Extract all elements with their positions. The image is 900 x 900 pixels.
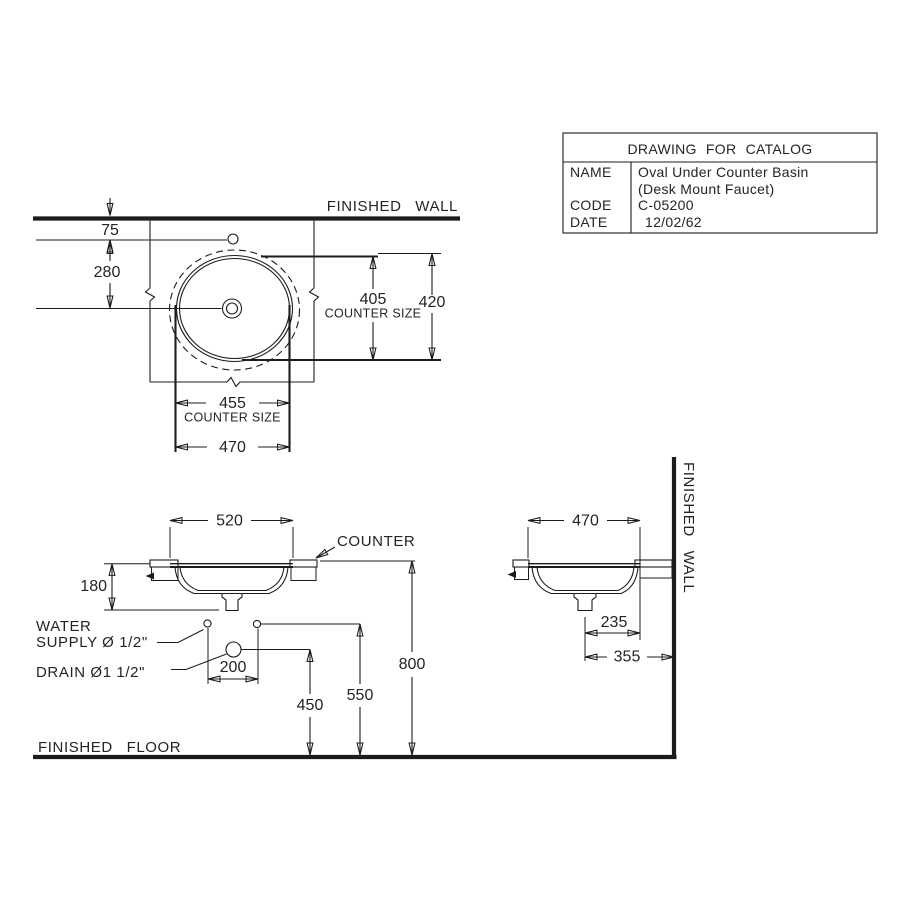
drain-fitting-side: [573, 593, 597, 612]
water-supply-point-left: [203, 619, 212, 628]
bowl-outer-side: [531, 566, 639, 595]
drain-fitting: [221, 593, 243, 612]
front-view: 520 COUNTER 180: [33, 513, 677, 760]
title-block: DRAWING FOR CATALOG NAME Oval Under Coun…: [562, 132, 878, 234]
dim-counter-height: 800: [320, 560, 426, 755]
counter-apron-right: [290, 566, 317, 581]
bowl-inner: [179, 566, 285, 592]
title-block-name-value: Oval Under Counter Basin: [638, 164, 809, 180]
dim-470-text: 470: [219, 439, 246, 456]
counter-hatch-right: [289, 559, 318, 568]
dim-200-text: 200: [220, 659, 247, 676]
counter-label: COUNTER: [337, 533, 415, 550]
water-supply-label-line1: WATER: [36, 618, 92, 635]
title-block-date-label: DATE: [570, 214, 608, 230]
dim-drain-to-wall: 355: [585, 649, 674, 666]
side-view: FINISHED WALL 470 235 35: [507, 457, 697, 759]
counter-hatch-front: [512, 559, 530, 568]
dim-800-text: 800: [399, 656, 426, 673]
dim-355-text: 355: [614, 649, 641, 666]
title-block-code-label: CODE: [570, 197, 612, 213]
dim-drain-height: 450: [297, 650, 324, 756]
dim-235-text: 235: [601, 614, 628, 631]
dim-overall-width: 520: [169, 513, 294, 558]
counter-break-arrow: [145, 572, 154, 580]
top-view: FINISHED WALL 75: [33, 198, 460, 456]
water-supply-leader: [157, 629, 204, 644]
dim-550-text: 550: [347, 687, 374, 704]
water-supply-label-line2: SUPPLY Ø 1/2": [36, 634, 148, 651]
dim-counter-cutout-width: 455 COUNTER SIZE: [176, 395, 290, 425]
bowl-inner-side: [536, 566, 635, 592]
water-supply-point-right: [252, 619, 262, 629]
title-block-date-value: 12/02/62: [645, 214, 702, 230]
title-block-name-label: NAME: [570, 164, 612, 180]
counter-hatch-wall: [634, 559, 673, 568]
dim-basin-height: 180: [80, 563, 219, 611]
finished-wall-label-top: FINISHED WALL: [327, 198, 458, 215]
dim-280-text: 280: [94, 264, 121, 281]
drain-outer-circle: [221, 298, 243, 319]
dim-520-text: 520: [216, 513, 243, 530]
title-block-border: [562, 132, 878, 234]
counter-size-label-vertical: COUNTER SIZE: [325, 307, 422, 321]
dim-420-text: 420: [419, 294, 446, 311]
dim-405-text: 405: [360, 291, 387, 308]
dim-supply-spacing: 200: [207, 628, 259, 684]
finished-wall-label-side: FINISHED WALL: [680, 462, 697, 593]
dim-455-text: 455: [219, 395, 246, 412]
dim-basin-width: 470: [176, 439, 290, 456]
basin-outer-dashed-ellipse: [168, 249, 301, 371]
drain-point: [225, 641, 242, 658]
drain-label: DRAIN Ø1 1/2": [36, 664, 145, 681]
counter-break-arrow-side: [507, 571, 516, 578]
dim-470-side-text: 470: [572, 513, 599, 530]
dim-180-text: 180: [80, 578, 107, 595]
dim-basin-depth: 420: [419, 254, 446, 361]
finished-floor-label: FINISHED FLOOR: [38, 739, 181, 756]
dim-drain-to-front: 235: [585, 614, 640, 633]
counter-apron-left: [151, 566, 179, 581]
dim-75-text: 75: [101, 222, 119, 239]
dim-basin-length: 470: [527, 513, 641, 640]
dim-450-text: 450: [297, 697, 324, 714]
dim-faucet-to-center: 280: [94, 240, 121, 308]
counter-apron-front: [514, 566, 529, 580]
drain-inner-circle: [225, 302, 239, 315]
drain-leader: [171, 653, 227, 671]
dim-supply-height: 550: [347, 624, 374, 755]
bowl-outer: [174, 566, 289, 595]
counter-leader: [316, 546, 336, 558]
dim-counter-cutout-depth: 405 COUNTER SIZE: [325, 257, 422, 361]
counter-outline-plan: [144, 218, 320, 388]
title-block-title: DRAWING FOR CATALOG: [628, 141, 813, 157]
counter-size-label-horizontal: COUNTER SIZE: [184, 411, 281, 425]
title-block-code-value: C-05200: [638, 197, 694, 213]
faucet-hole: [227, 233, 239, 245]
title-block-name-value2: (Desk Mount Faucet): [638, 181, 774, 197]
counter-apron-wall: [639, 566, 673, 579]
